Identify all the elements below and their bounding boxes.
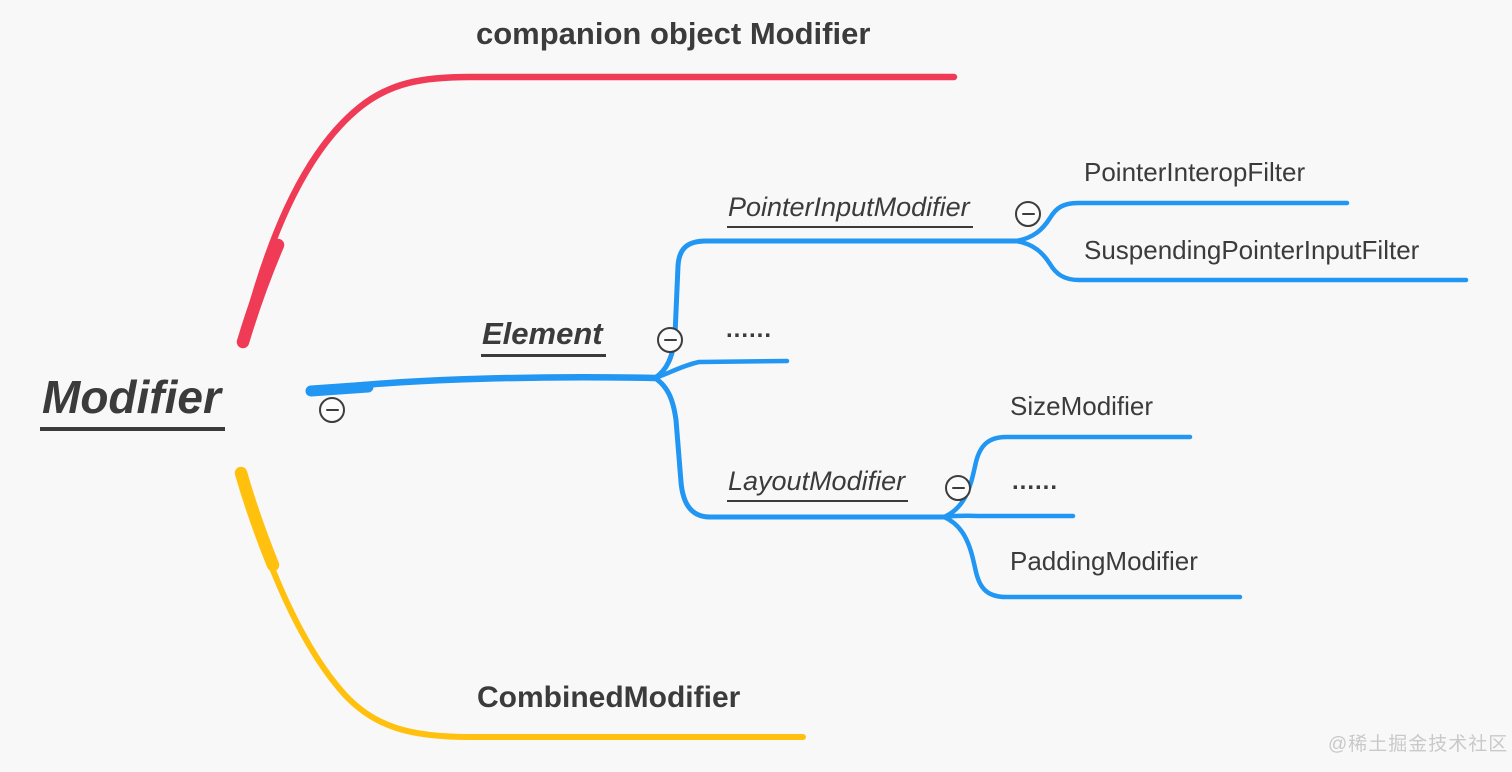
node-pointer-interop-filter[interactable]: PointerInteropFilter [1084, 157, 1306, 187]
branch-line-element-ellipsis [652, 358, 790, 381]
minus-glyph [325, 408, 339, 412]
node-layout-ellipsis[interactable]: ...... [1012, 468, 1059, 495]
minus-glyph [1021, 212, 1035, 216]
branch-line-pointer-interop [1013, 200, 1350, 244]
node-element[interactable]: Element [481, 316, 606, 358]
collapse-icon-root[interactable] [319, 397, 345, 423]
node-size-modifier[interactable]: SizeModifier [1010, 391, 1154, 421]
branch-line-layout [652, 375, 947, 520]
node-layout-modifier[interactable]: LayoutModifier [727, 466, 909, 502]
minus-glyph [663, 338, 677, 342]
branch-line-suspending-pointer [1013, 238, 1469, 283]
branch-line-padding [941, 514, 1243, 600]
node-companion-object-modifier[interactable]: companion object Modifier [476, 16, 871, 51]
node-combined-modifier[interactable]: CombinedModifier [477, 681, 741, 714]
branch-line-pointer-input [652, 238, 1019, 381]
node-modifier-root[interactable]: Modifier [40, 372, 225, 431]
node-pointer-input-modifier[interactable]: PointerInputModifier [727, 192, 973, 228]
branch-line-size [941, 434, 1193, 520]
node-suspending-pointer-input-filter[interactable]: SuspendingPointerInputFilter [1084, 235, 1420, 265]
collapse-icon-pointer-input-modifier[interactable] [1015, 201, 1041, 227]
node-element-ellipsis[interactable]: ...... [726, 316, 773, 343]
node-padding-modifier[interactable]: PaddingModifier [1010, 546, 1198, 576]
watermark-text: @稀土掘金技术社区 [1328, 734, 1509, 755]
collapse-icon-layout-modifier[interactable] [945, 475, 971, 501]
minus-glyph [951, 486, 965, 490]
branch-line-combined-taper [234, 466, 280, 572]
branch-line-companion-taper [236, 238, 285, 349]
collapse-icon-element[interactable] [657, 327, 683, 353]
branch-line-layout-ellipsis [941, 513, 1076, 520]
branch-line-element-taper [305, 381, 374, 397]
